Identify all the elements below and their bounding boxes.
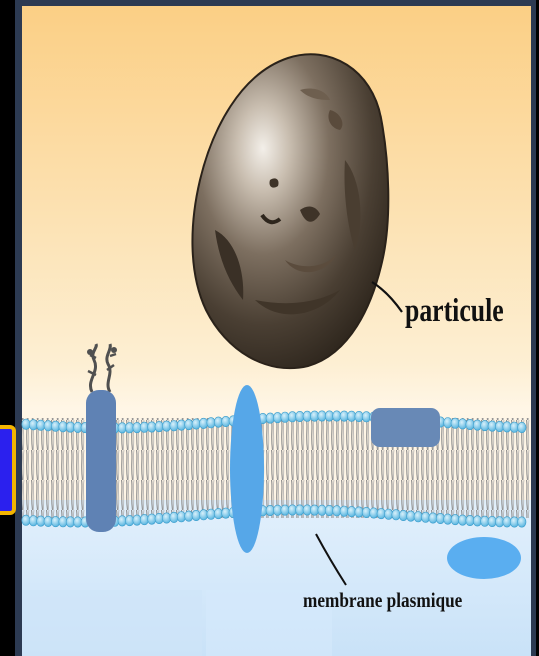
- channel-protein: [230, 385, 264, 553]
- lipid-head: [518, 422, 526, 432]
- slide-highlight-marker[interactable]: [0, 425, 16, 515]
- cytoplasmic-protein: [447, 537, 521, 579]
- lipid-head: [518, 517, 526, 527]
- receptor-protein: [86, 390, 116, 532]
- particle-label: particule: [405, 293, 504, 330]
- peripheral-protein: [371, 408, 440, 447]
- membrane-label: membrane plasmique: [303, 588, 462, 613]
